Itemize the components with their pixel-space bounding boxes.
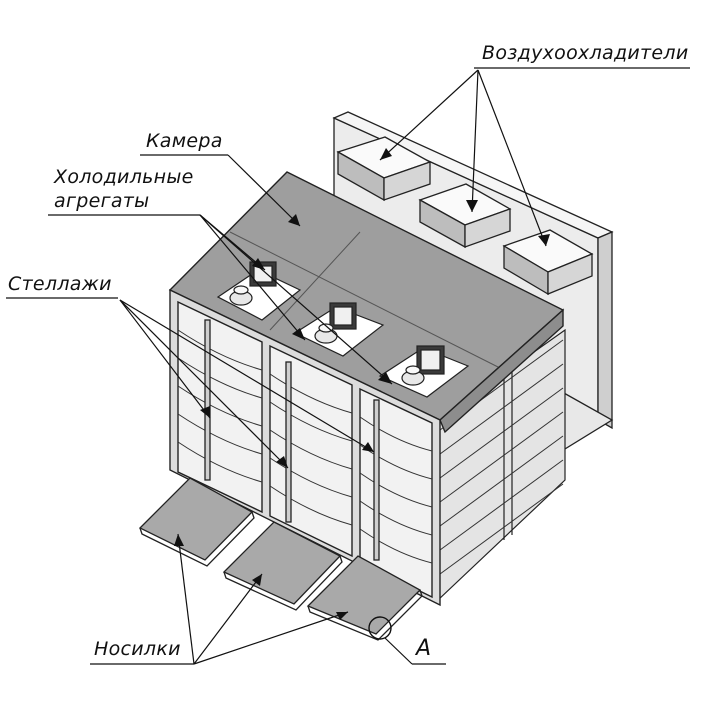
stretchers — [138, 477, 423, 641]
air-cooler-2 — [418, 183, 512, 249]
shelf-line — [177, 413, 263, 455]
chamber-box — [168, 171, 565, 607]
shelf-line — [359, 500, 433, 536]
side-shelf-line — [439, 363, 564, 455]
side-shelf-line — [439, 483, 564, 575]
stretcher-3 — [306, 555, 423, 641]
refrigeration-units-label-line2: агрегаты — [54, 190, 150, 212]
side-shelf-line — [439, 411, 564, 503]
air-coolers-label: Воздухоохладители — [482, 42, 689, 64]
side-shelf-line — [439, 435, 564, 527]
stretcher-1 — [138, 477, 255, 567]
detail-a-label: A — [416, 636, 432, 661]
refrigeration-unit-2 — [293, 302, 385, 357]
shelf-line — [177, 357, 263, 399]
shelf-line — [177, 329, 263, 371]
side-shelf-line — [439, 459, 564, 551]
air-cooler-3 — [502, 229, 594, 296]
stretcher-2 — [222, 521, 343, 611]
detail-a-circle — [368, 616, 392, 640]
shelf-line — [269, 485, 353, 526]
rack-shelves — [177, 329, 433, 564]
shelf-line — [177, 385, 263, 427]
leader-lines — [6, 67, 690, 665]
shelf-line — [269, 429, 353, 470]
racks-label: Стеллажи — [8, 273, 112, 295]
rack-posts — [204, 319, 380, 561]
side-shelf-line — [439, 387, 564, 479]
shelf-line — [359, 416, 433, 452]
air-cooler-units — [336, 136, 594, 296]
arrowheads — [174, 148, 550, 620]
shelf-line — [269, 401, 353, 442]
refrigeration-unit-1 — [216, 261, 302, 321]
stretchers-label: Носилки — [94, 638, 181, 660]
refrigeration-units-label-line1: Холодильные — [54, 166, 194, 188]
shelf-line — [269, 457, 353, 498]
shelf-line — [177, 441, 263, 483]
chamber-label: Камера — [146, 130, 223, 152]
shelf-line — [359, 472, 433, 508]
shelf-line — [359, 528, 433, 564]
refrigeration-unit-3 — [378, 345, 470, 398]
refrigeration-units — [216, 261, 470, 398]
shelf-line — [269, 373, 353, 414]
